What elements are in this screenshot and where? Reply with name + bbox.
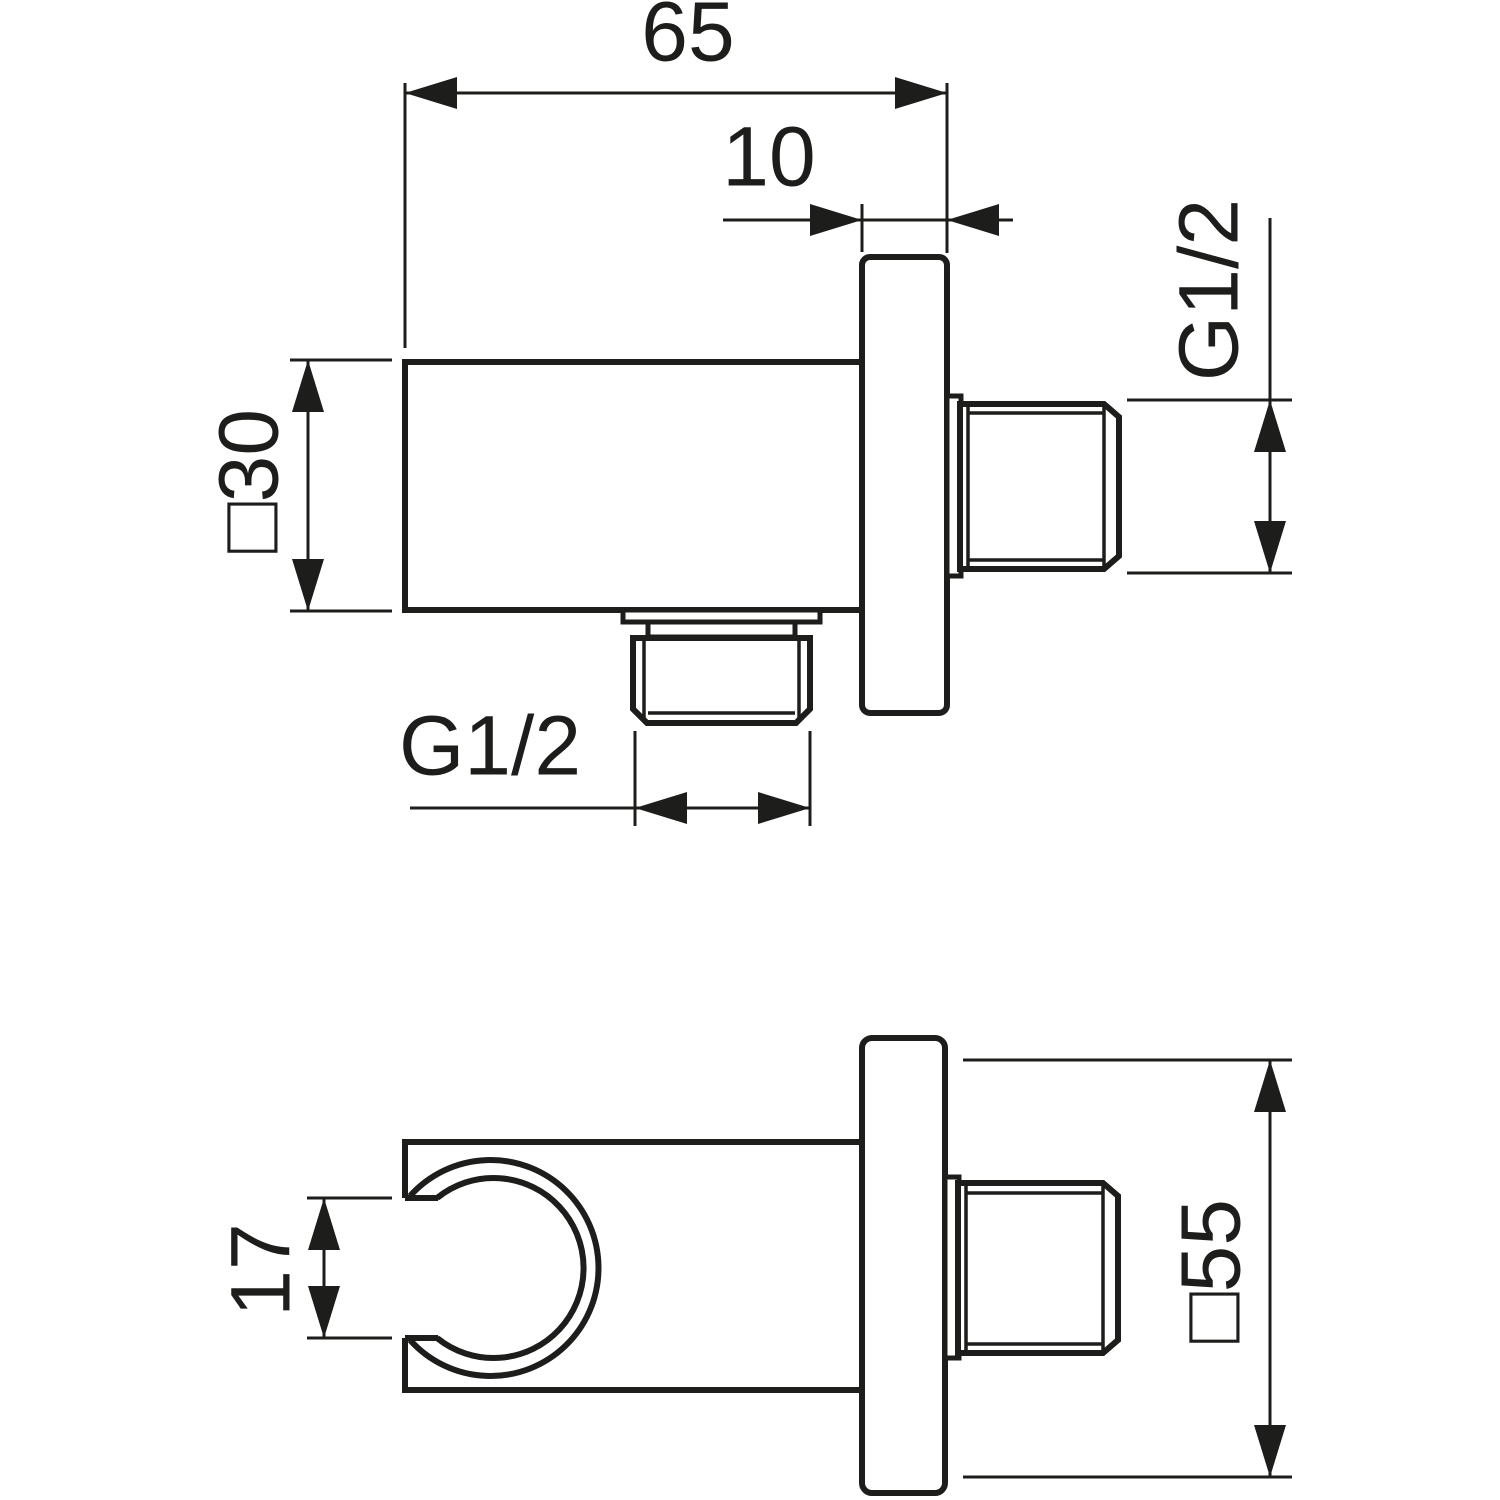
dim-value-wall-thread: G1/2 [1162,199,1256,381]
wall-plate-side [859,254,950,716]
arrow-left-icon [947,204,999,236]
holder-ring-outer-arc [407,1157,602,1379]
arrow-right-icon [895,77,947,109]
holder-ring-inner-arc [435,1175,587,1361]
arrow-right-icon [758,792,810,824]
dimension-body-square: □30 [202,358,392,613]
arrow-down-icon [1254,1425,1286,1477]
dim-value-overall-depth: 65 [641,0,734,79]
wall-thread-nipple-bottom [955,1180,1121,1356]
wall-thread-nipple [957,401,1122,572]
dimension-wall-thread: G1/2 [1127,199,1292,575]
dim-value-body-square: □30 [202,409,296,553]
dimension-plate-square: □55 [963,1058,1292,1479]
bottom-view: 17 □55 [214,1035,1292,1496]
outlet-neck [645,619,798,640]
holder-body-top-outline [402,1139,862,1198]
wall-plate-bottom [859,1035,948,1496]
dim-value-holder-opening: 17 [214,1223,308,1316]
arrow-down-icon [308,1286,340,1338]
dim-value-plate-thickness: 10 [722,110,815,204]
arrow-up-icon [1254,400,1286,452]
arrow-left-icon [635,792,687,824]
dim-value-outlet-thread: G1/2 [399,699,581,793]
arrow-left-icon [405,77,457,109]
arrow-up-icon [292,360,324,412]
dimension-plate-thickness: 10 [722,110,1013,252]
dimension-overall-depth: 65 [403,0,949,348]
arrow-right-icon [810,204,862,236]
outlet-thread-nipple [630,635,813,726]
dimension-holder-opening: 17 [214,1196,392,1340]
arrow-up-icon [1254,1060,1286,1112]
arrow-down-icon [292,559,324,611]
arrow-up-icon [308,1198,340,1250]
dim-value-plate-square: □55 [1164,1199,1258,1343]
arrow-down-icon [1254,521,1286,573]
holder-body-bottom-outline [402,1338,862,1393]
dimension-outlet-thread: G1/2 [399,699,812,826]
elbow-body-side [402,359,865,613]
side-view: 65 10 □30 G1/2 [202,0,1292,826]
